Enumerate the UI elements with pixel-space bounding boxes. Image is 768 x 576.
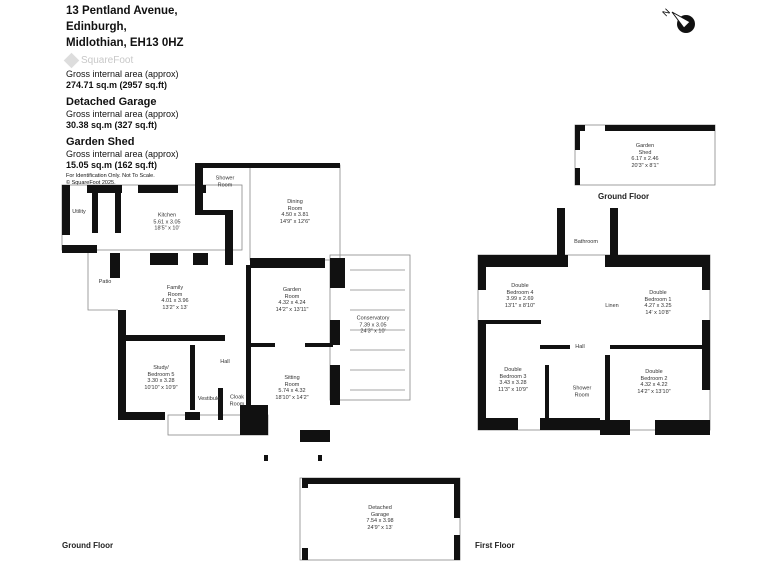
room-name: Double Bedroom 1 — [644, 290, 672, 303]
room-metric: 4.50 x 3.81 — [281, 212, 309, 218]
room-name: Sitting Room — [284, 375, 300, 388]
room-name: Hall — [220, 358, 230, 365]
main-area-value: 274.71 sq.m (2957 sq.ft) — [66, 80, 168, 90]
squarefoot-logo: SquareFoot — [63, 52, 226, 69]
room-imperial: 10'10" x 10'9" — [144, 384, 178, 391]
room-name: Garden Shed — [635, 143, 655, 156]
room-name: Family Room — [166, 285, 184, 298]
room-name: Double Bedroom 3 — [499, 367, 527, 380]
room-name: Bathroom — [574, 238, 598, 245]
room-name: Cloak Room — [229, 394, 245, 408]
room-name: Study/ Bedroom 5 — [147, 365, 175, 378]
garage-area-value: 30.38 sq.m (327 sq.ft) — [66, 120, 158, 130]
first-floor-label: First Floor — [475, 541, 515, 550]
room-name: Double Bedroom 2 — [640, 369, 668, 382]
room-name: Vestibule — [197, 395, 221, 402]
room-imperial: 18'10" x 14'2" — [275, 394, 309, 401]
copyright: © SquareFoot 2025. — [66, 180, 116, 186]
room-label-cloak: Cloak Room — [230, 395, 245, 408]
address-line-3: Midlothian, EH13 0HZ — [66, 37, 184, 49]
room-metric: 5.61 x 3.05 — [153, 218, 181, 225]
shed-area-value: 15.05 sq.m (162 sq.ft) — [66, 160, 158, 170]
garage-area-label: Gross internal area (approx) — [66, 109, 179, 119]
room-metric: 7.54 x 3.98 — [366, 518, 394, 524]
room-name: Patio — [98, 278, 112, 285]
room-name: Linen — [605, 302, 619, 309]
room-metric: 3.43 x 3.28 — [499, 380, 527, 386]
room-label-hall-gf: Hall — [220, 359, 229, 366]
room-imperial: 20'3" x 8'1" — [631, 162, 659, 169]
ground-floor-label: Ground Floor — [62, 541, 114, 550]
room-label-hall-ff: Hall — [575, 344, 584, 351]
room-metric: 4.32 x 4.22 — [640, 382, 668, 388]
logo-text: SquareFoot — [81, 55, 134, 66]
room-imperial: 14' x 10'8" — [645, 309, 671, 316]
room-label-bathroom: Bathroom — [574, 239, 598, 246]
room-metric: 3.99 x 2.69 — [506, 296, 534, 302]
room-label-vestibule: Vestibule — [198, 396, 220, 403]
room-name: Detached Garage — [368, 505, 392, 518]
shed-title: Garden Shed — [66, 136, 135, 148]
address-line-2: Edinburgh, — [66, 21, 127, 33]
room-imperial: 24'9" x 13' — [367, 524, 393, 531]
room-metric: 4.32 x 4.24 — [278, 300, 306, 306]
room-name: Shower Room — [572, 385, 592, 399]
room-metric: 5.74 x 4.32 — [278, 388, 306, 394]
room-imperial: 14'2" x 13'10" — [637, 388, 671, 395]
room-name: Hall — [575, 343, 585, 350]
room-metric: 6.17 x 2.46 — [631, 156, 659, 162]
room-name: Shower Room — [215, 175, 235, 189]
room-imperial: 18'5" x 10' — [154, 225, 180, 232]
room-label-shower-ff: Shower Room — [573, 386, 592, 399]
room-name: Conservatory — [356, 315, 390, 322]
walls — [62, 125, 715, 560]
property-header: 13 Pentland Avenue, Edinburgh, Midlothia… — [63, 3, 226, 187]
room-imperial: 13'2" x 13' — [162, 304, 188, 311]
compass-north-label: N — [660, 7, 672, 19]
room-imperial: 24'3" x 10' — [360, 328, 386, 335]
room-metric: 3.30 x 3.28 — [147, 378, 175, 384]
room-metric: 4.27 x 3.25 — [644, 303, 672, 309]
room-metric: 7.39 x 3.05 — [359, 321, 387, 328]
main-area-label: Gross internal area (approx) — [66, 69, 179, 79]
room-name: Dining Room — [287, 199, 303, 212]
garage-title: Detached Garage — [66, 96, 157, 108]
room-label-linen: Linen — [605, 303, 618, 310]
room-name: Garden Room — [282, 287, 302, 300]
room-label-utility: Utility — [72, 209, 85, 216]
address-line-1: 13 Pentland Avenue, — [66, 5, 178, 17]
room-name: Utility — [72, 208, 86, 215]
shed-area-label: Gross internal area (approx) — [66, 149, 179, 159]
room-imperial: 14'9" x 12'6" — [279, 218, 311, 225]
room-label-patio: Patio — [99, 279, 112, 286]
room-name: Kitchen — [157, 212, 177, 219]
compass-icon: N — [660, 7, 695, 33]
room-name: Double Bedroom 4 — [506, 283, 534, 296]
room-label-shower-gf: Shower Room — [216, 176, 235, 189]
room-imperial: 14'2" x 13'11" — [275, 306, 309, 313]
shed-floor-label: Ground Floor — [598, 192, 650, 201]
disclaimer: For Identification Only. Not To Scale. — [66, 173, 155, 179]
room-imperial: 13'1" x 8'10" — [504, 302, 536, 309]
room-imperial: 11'3" x 10'9" — [498, 386, 528, 393]
room-metric: 4.01 x 3.96 — [161, 298, 189, 304]
